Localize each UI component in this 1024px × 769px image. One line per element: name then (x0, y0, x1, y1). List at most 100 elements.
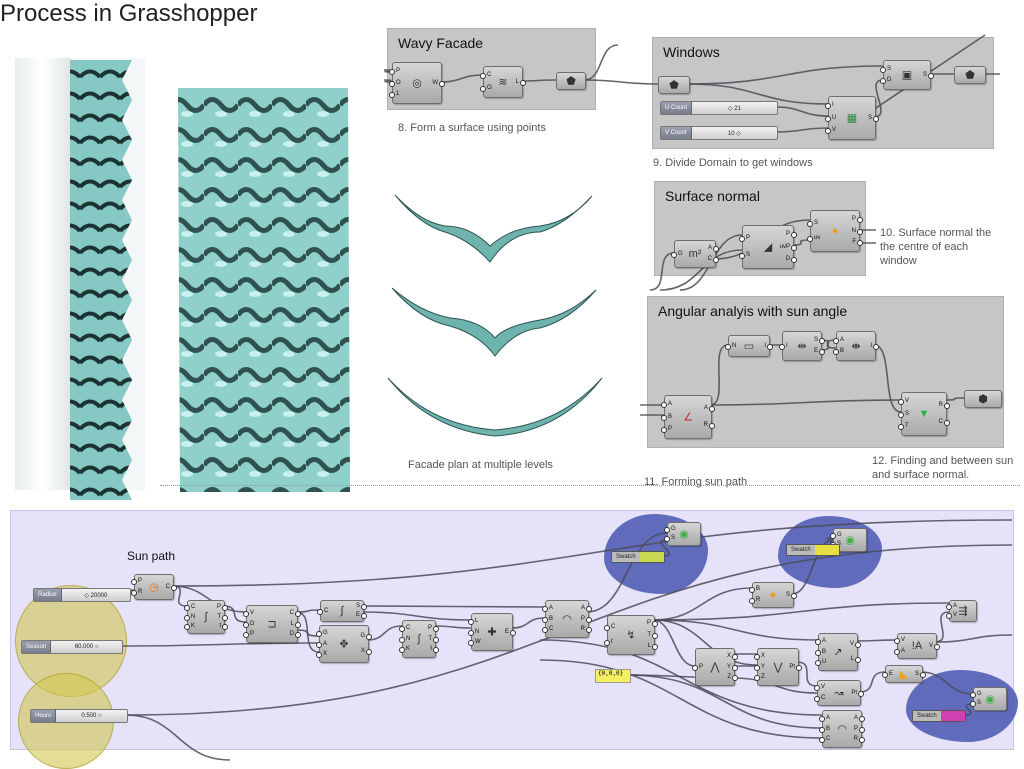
output-port[interactable]: L (850, 655, 862, 663)
input-port[interactable]: G (664, 525, 676, 533)
input-port[interactable]: K (398, 646, 411, 654)
output-port[interactable]: A (580, 604, 593, 612)
slider-value[interactable]: 60.000 ○ (74, 644, 99, 650)
ucount-slider[interactable]: U Count◇ 21 (660, 101, 778, 115)
output-port[interactable]: V (849, 641, 862, 649)
output-port[interactable]: C (707, 256, 720, 263)
input-port[interactable]: R (130, 588, 143, 596)
input-port[interactable]: E (881, 670, 894, 678)
input-port[interactable]: A (818, 714, 831, 722)
input-port[interactable]: S (970, 700, 982, 708)
output-port[interactable]: C (165, 583, 178, 591)
input-port[interactable]: P (738, 235, 751, 243)
output-port[interactable]: V (928, 642, 941, 650)
input-port[interactable]: P (691, 663, 704, 671)
output-port[interactable]: R (938, 402, 951, 410)
output-port[interactable]: E (813, 348, 826, 356)
output-port[interactable]: X (360, 647, 372, 655)
input-port[interactable]: C (603, 624, 616, 631)
input-port[interactable]: N (468, 628, 480, 636)
slider-value[interactable]: 10 ◇ (727, 130, 741, 137)
input-port[interactable]: V (242, 609, 255, 617)
input-port[interactable]: S (738, 251, 751, 259)
input-port[interactable]: K (183, 623, 196, 631)
text-panel[interactable]: {0,0,0} (595, 669, 631, 683)
output-port[interactable]: D (289, 631, 302, 639)
input-port[interactable]: P (130, 578, 143, 586)
output-port[interactable]: N (851, 227, 864, 235)
input-port[interactable]: O (480, 84, 492, 92)
input-port[interactable]: B (818, 725, 831, 733)
input-port[interactable]: S (879, 65, 892, 73)
input-port[interactable]: G (671, 250, 683, 258)
output-port[interactable]: C (938, 418, 951, 426)
output-port[interactable]: Y (726, 663, 739, 671)
input-port[interactable]: C (813, 694, 826, 702)
colour-swatch[interactable]: Swatch (912, 710, 966, 722)
input-port[interactable]: A (945, 603, 958, 610)
input-port[interactable]: W (468, 639, 481, 647)
input-port[interactable]: B (660, 413, 673, 421)
input-port[interactable]: C (818, 736, 831, 744)
output-port[interactable]: P (851, 215, 864, 223)
input-port[interactable]: P (242, 631, 255, 639)
swatch-colour[interactable] (814, 545, 839, 555)
input-port[interactable]: N (398, 635, 411, 643)
swatch-colour[interactable] (940, 711, 965, 721)
input-port[interactable]: C (398, 624, 411, 632)
slider-value[interactable]: ◇ 20000 (84, 592, 108, 599)
output-port[interactable]: C (289, 609, 302, 617)
colour-swatch[interactable]: Swatch (786, 544, 840, 556)
input-port[interactable]: P (389, 67, 401, 75)
output-port[interactable]: Pt (851, 689, 864, 697)
output-port[interactable]: R (580, 626, 593, 634)
component-node-w4[interactable]: ⬟ (954, 66, 986, 84)
output-port[interactable]: G (360, 633, 372, 641)
input-port[interactable]: S (664, 535, 676, 543)
output-port[interactable]: S (867, 114, 880, 122)
input-port[interactable]: B (814, 648, 827, 656)
input-port[interactable]: G (830, 531, 842, 539)
input-port[interactable]: U (814, 659, 827, 667)
output-port[interactable]: I (870, 342, 878, 350)
output-port[interactable]: D (780, 256, 798, 263)
output-port[interactable]: T (217, 613, 229, 621)
input-port[interactable]: I (780, 342, 788, 350)
input-port[interactable]: B (832, 348, 845, 356)
output-port[interactable]: A (707, 245, 720, 252)
input-port[interactable]: Z (753, 674, 765, 682)
input-port[interactable]: A (660, 401, 673, 409)
output-port[interactable]: Z (727, 674, 739, 682)
input-port[interactable]: t (603, 639, 615, 646)
input-port[interactable]: B (748, 586, 761, 594)
input-port[interactable]: L (468, 618, 481, 625)
input-port[interactable]: A (814, 637, 827, 645)
output-port[interactable]: W (432, 79, 445, 87)
input-port[interactable]: V (824, 126, 837, 134)
output-port[interactable]: Pt (789, 663, 802, 671)
radius-slider[interactable]: Radius◇ 20000 (33, 588, 131, 602)
output-port[interactable]: P (427, 624, 440, 632)
input-port[interactable]: A (316, 640, 328, 648)
output-port[interactable]: F (852, 239, 864, 247)
output-port[interactable]: S (914, 670, 927, 678)
input-port[interactable]: B (541, 615, 554, 623)
